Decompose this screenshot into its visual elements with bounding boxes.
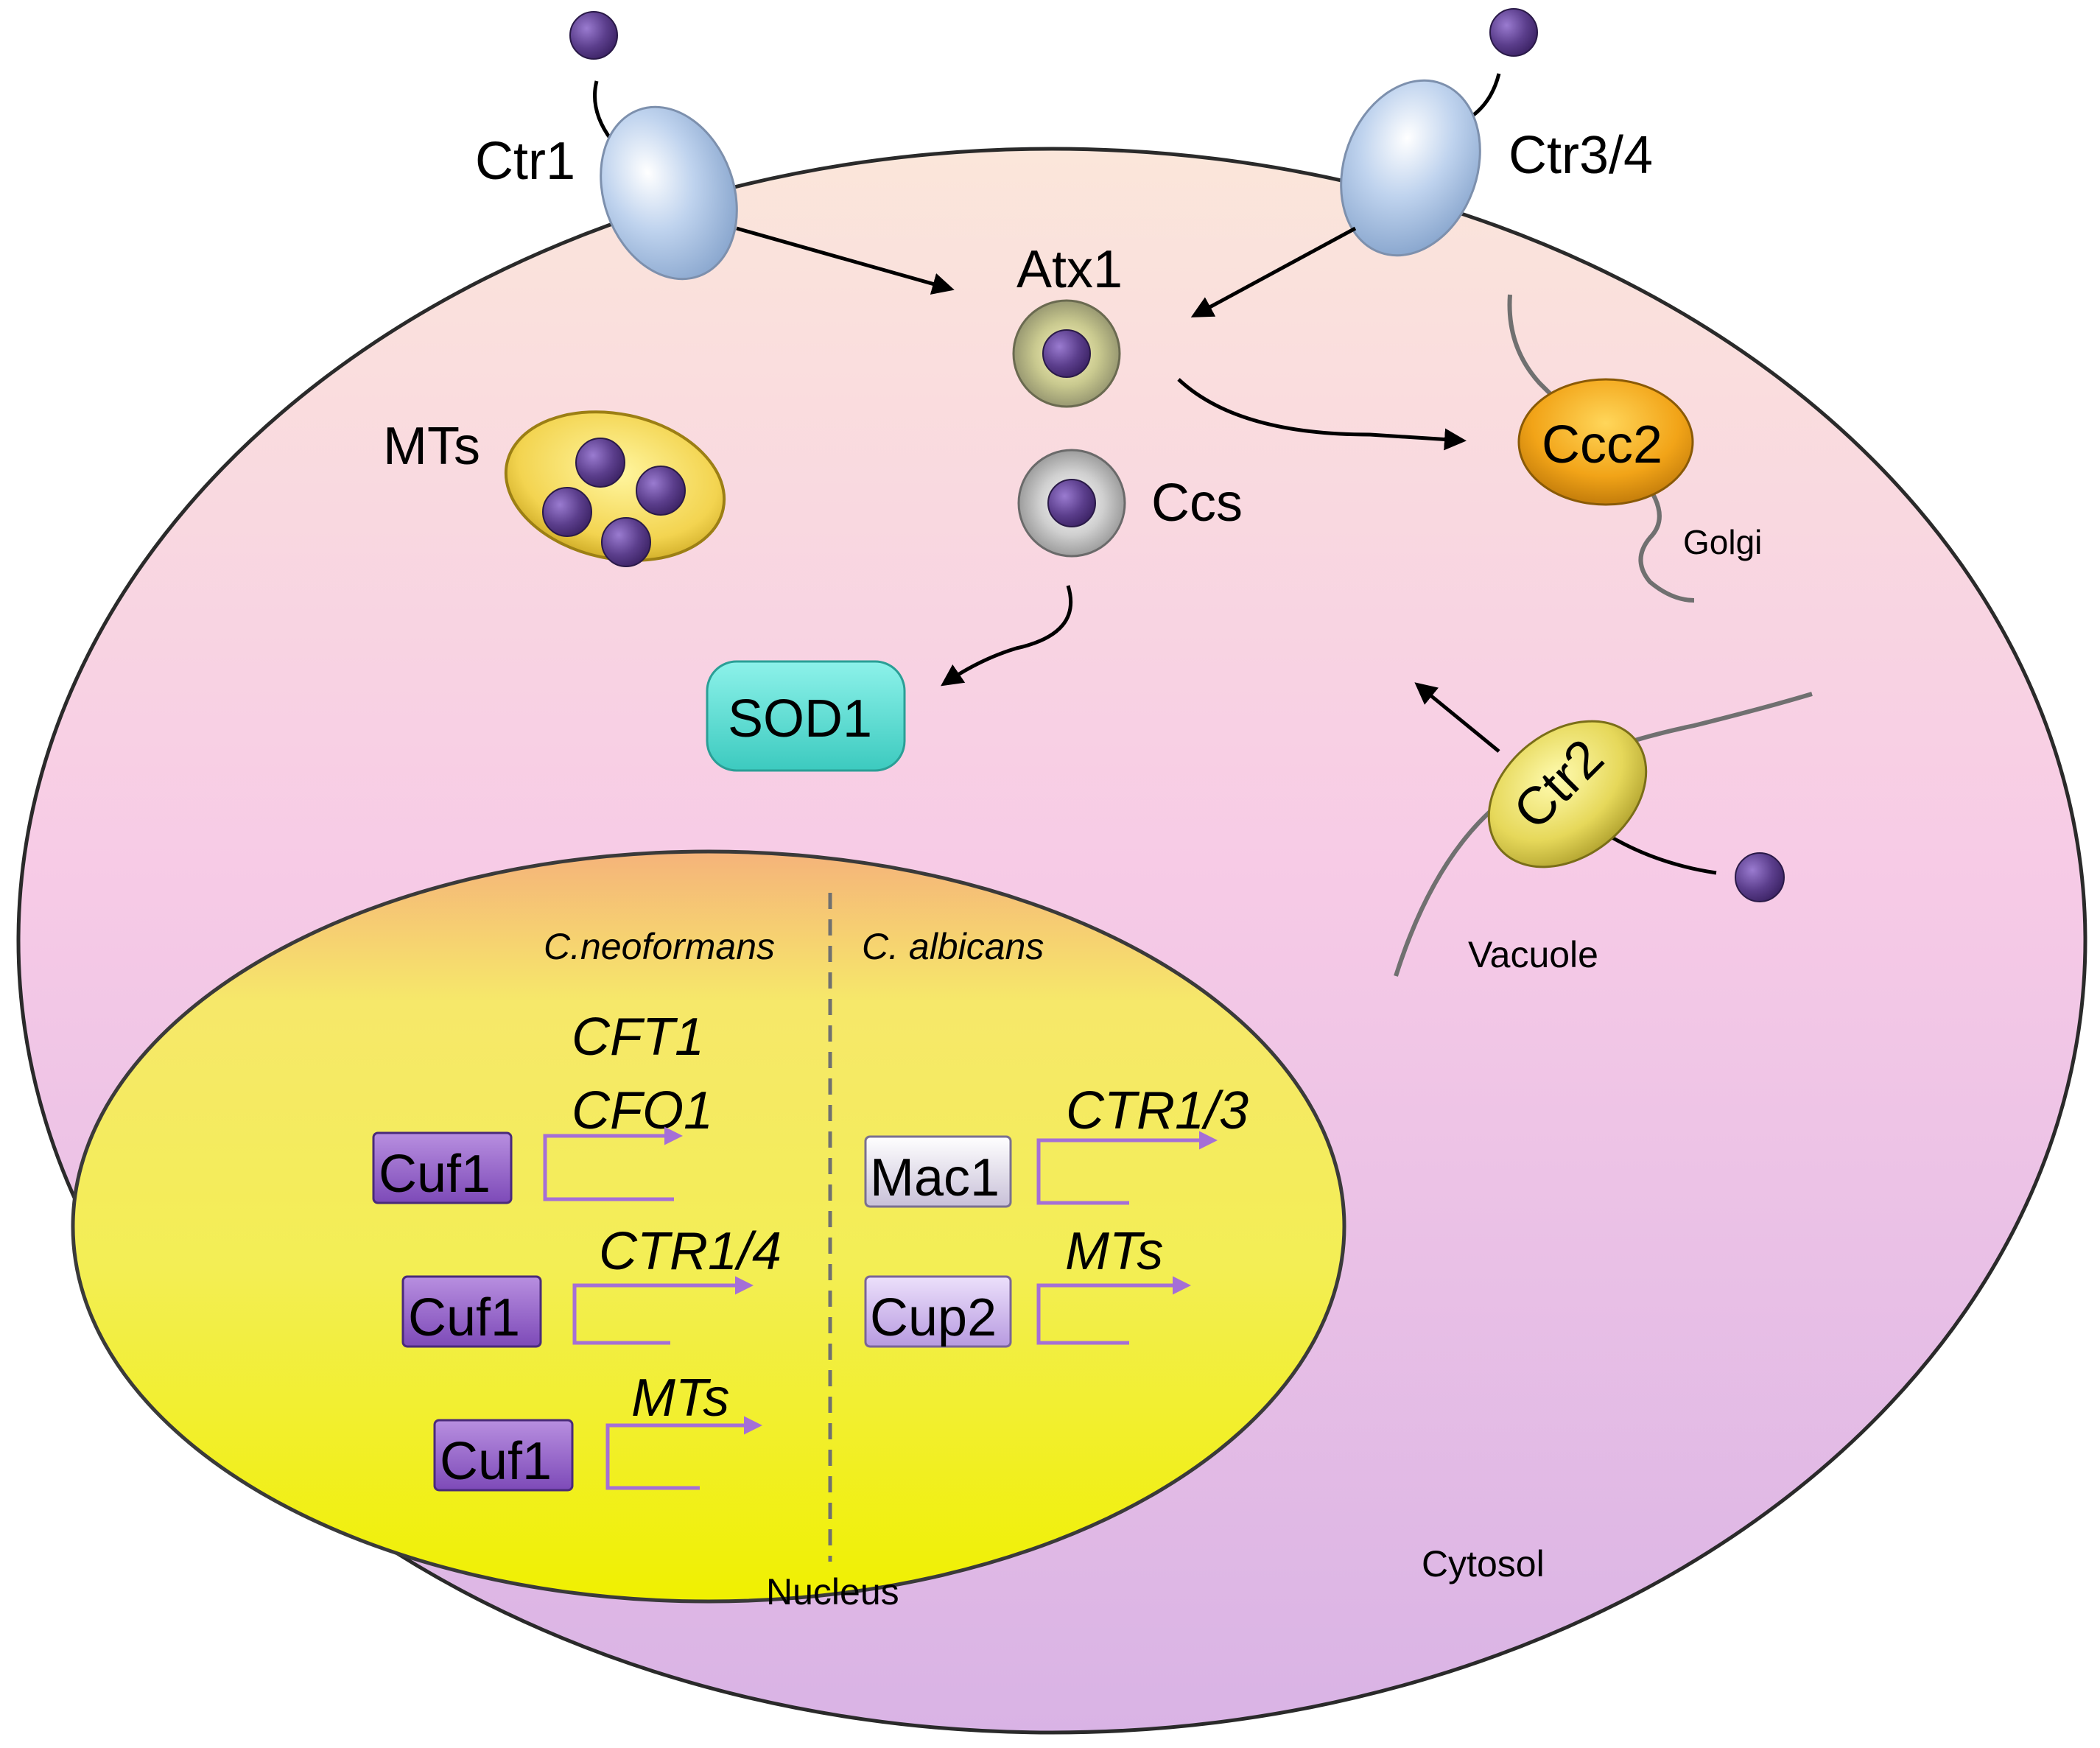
mac1-factor — [864, 1135, 1012, 1208]
cup2-label: Cup2 — [870, 1288, 997, 1347]
nucleus-label: Nucleus — [766, 1571, 899, 1612]
ctr1-tail — [593, 80, 614, 141]
ccc2-transporter — [1517, 378, 1694, 506]
ctr2-transporter — [1487, 720, 1648, 868]
cytosol-label: Cytosol — [1422, 1543, 1545, 1584]
sod1-label: SOD1 — [728, 689, 872, 748]
gene-name: CFO1 — [572, 1081, 713, 1140]
arrow-ccs-to-sod1 — [941, 585, 1073, 687]
cuf1-label: Cuf1 — [440, 1432, 552, 1491]
ctr1-label: Ctr1 — [475, 132, 575, 191]
left-species-label: C.neoformans — [544, 926, 775, 967]
copper-ion — [569, 11, 618, 60]
arrow-ctr1-to-atx1 — [736, 226, 955, 295]
promoter-arrow — [1036, 1131, 1218, 1205]
copper-ion — [1047, 479, 1096, 527]
cuf1-label: Cuf1 — [379, 1145, 491, 1204]
gene-name: CTR1/3 — [1066, 1081, 1249, 1140]
cuf1-factor — [372, 1131, 513, 1204]
promoter-arrow — [605, 1416, 762, 1490]
right-species-label: C. albicans — [862, 926, 1044, 967]
cuf1-label: Cuf1 — [408, 1288, 520, 1347]
copper-ion — [601, 517, 651, 567]
mac1-label: Mac1 — [870, 1148, 1000, 1207]
ccc2-label: Ccc2 — [1542, 415, 1662, 474]
cuf1-factor — [433, 1419, 574, 1492]
copper-ion — [636, 466, 686, 516]
arrow-atx1-to-ccc2 — [1177, 378, 1467, 451]
sod1-protein — [706, 660, 906, 772]
ccs-label: Ccs — [1151, 474, 1243, 533]
mts-cytosol-label: MTs — [383, 417, 480, 476]
cuf1-factor — [401, 1275, 542, 1348]
copper-ion — [1489, 8, 1538, 57]
gene-name: CTR1/4 — [599, 1222, 782, 1281]
ctr34-tail — [1468, 73, 1501, 120]
promoter-arrow — [543, 1126, 683, 1201]
copper-ion — [575, 438, 625, 488]
gene-name: CFT1 — [572, 1008, 704, 1067]
copper-ion — [1042, 329, 1091, 378]
ctr1-transporter — [600, 105, 738, 281]
cup2-factor — [864, 1275, 1012, 1348]
nucleus — [71, 849, 1346, 1604]
promoter-arrow — [572, 1276, 754, 1345]
arrow-ctr2-to-cytosol — [1414, 682, 1500, 753]
ctr34-transporter — [1340, 79, 1481, 257]
golgi-label: Golgi — [1683, 523, 1762, 561]
copper-ion — [542, 487, 592, 537]
copper-ion — [1735, 852, 1785, 902]
promoter-arrow — [1036, 1276, 1191, 1345]
gene-name: MTs — [1065, 1222, 1163, 1281]
atx1-label: Atx1 — [1016, 240, 1123, 299]
vacuole-label: Vacuole — [1468, 934, 1598, 975]
arrow-ctr34-to-atx1 — [1190, 226, 1357, 317]
ctr34-label: Ctr3/4 — [1509, 126, 1653, 185]
gene-name: MTs — [631, 1369, 729, 1428]
